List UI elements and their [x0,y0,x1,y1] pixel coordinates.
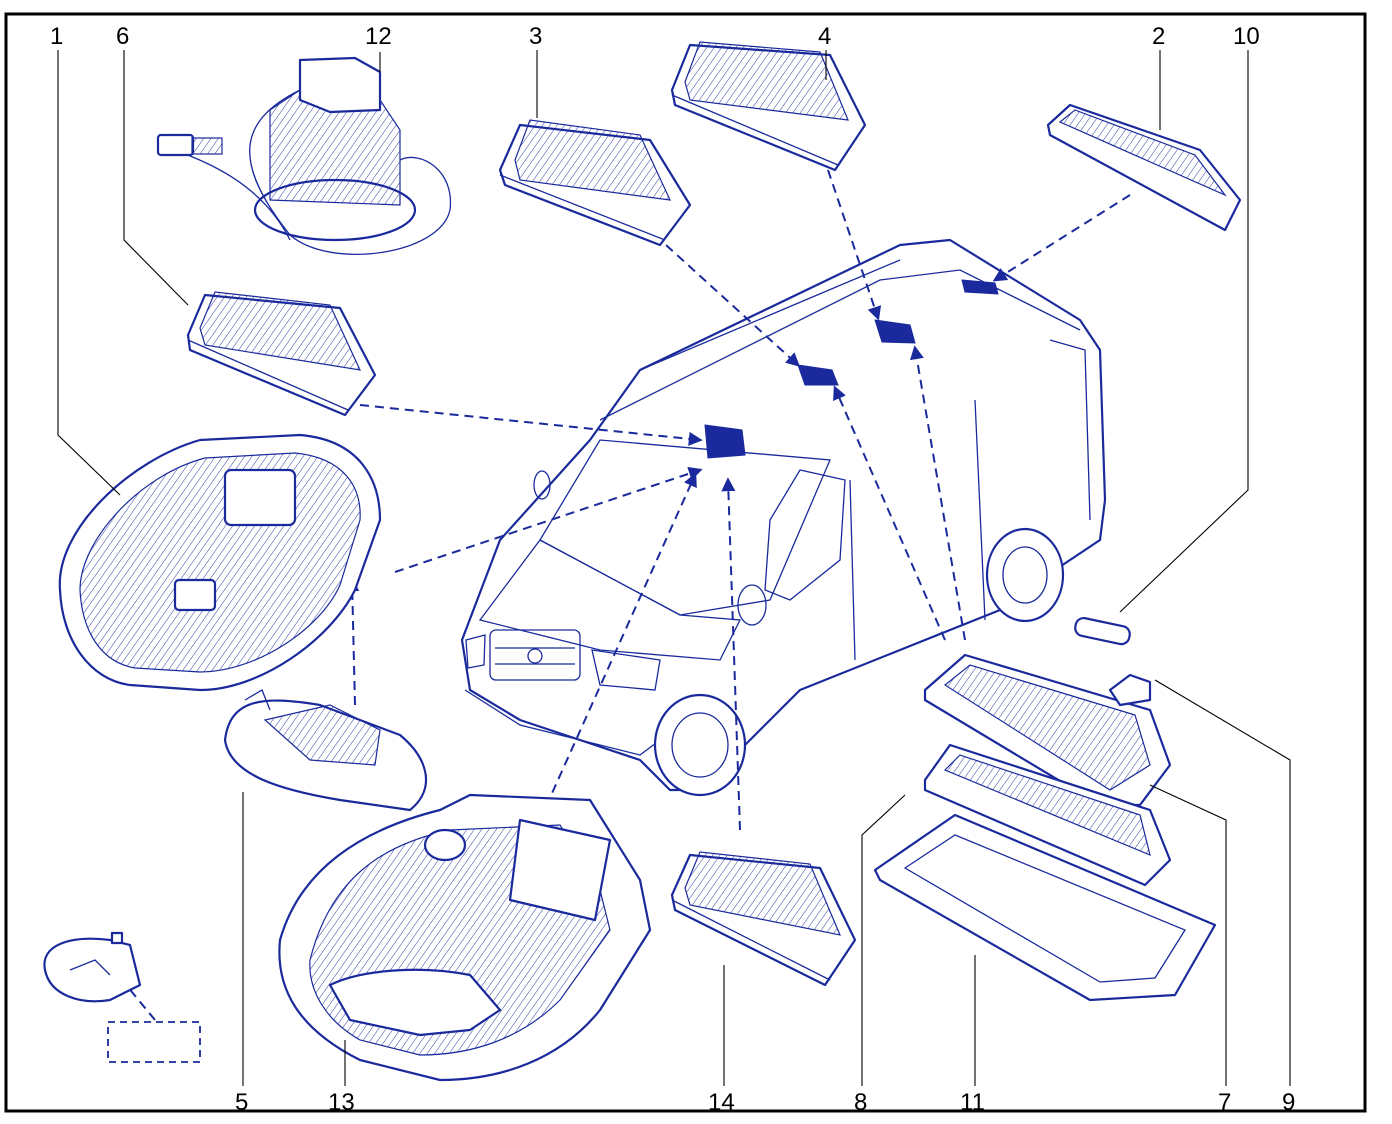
part-7-lamp-unit [923,653,1172,807]
part-4-interior-lamp [670,41,867,172]
callout-8: 8 [854,1089,867,1116]
bulb-location-box [107,1021,201,1063]
diagram-border [4,12,1367,1113]
callout-12: 12 [365,23,392,50]
part-5-dome-lamp [223,689,428,812]
callout-6: 6 [116,23,129,50]
callout-2: 2 [1152,23,1165,50]
callout-labels: 1 6 12 3 4 2 10 5 13 14 8 11 7 9 [50,23,1295,1116]
callout-4: 4 [818,23,831,50]
callout-1: 1 [50,23,63,50]
part-8-lamp-bezel [923,743,1172,887]
part-13-console-tray [278,793,652,1082]
callout-9: 9 [1282,1089,1295,1116]
callout-13: 13 [328,1089,355,1116]
part-10-festoon-bulb [1074,616,1131,646]
van-illustration [460,238,1107,797]
callout-14: 14 [708,1089,735,1116]
part-1-overhead-console [58,433,382,692]
callout-7: 7 [1218,1089,1231,1116]
callout-3: 3 [529,23,542,50]
part-12-lamp-with-harness [156,56,452,255]
part-11-lens-frame [873,813,1217,1002]
callout-10: 10 [1233,23,1260,50]
spare-bulb [43,931,142,1003]
callout-11: 11 [960,1089,985,1116]
leader-lines [57,50,1291,1086]
part-2-slim-lamp [1046,103,1242,232]
part-6-interior-lamp [186,291,377,417]
assembly-arrows [120,169,1131,1021]
callout-5: 5 [235,1089,248,1116]
part-9-wedge-bulb [1108,673,1152,707]
part-14-interior-lamp [670,851,857,987]
part-3-interior-lamp [498,119,692,247]
